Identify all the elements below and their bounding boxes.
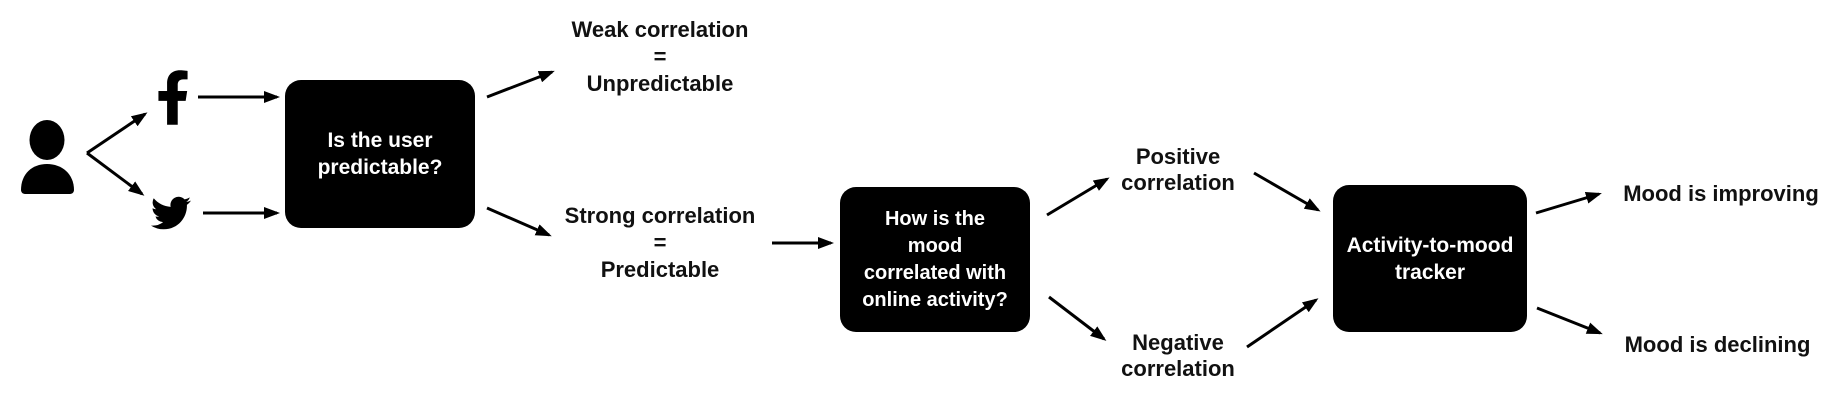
node-line: online activity? <box>862 288 1008 311</box>
label-line: Mood is improving <box>1623 181 1819 206</box>
node-line: predictable? <box>317 156 443 179</box>
arrow-tracker-box-to-improving-label <box>1535 192 1602 215</box>
user-icon <box>16 116 80 194</box>
label-mood-improving: Mood is improving <box>1610 180 1832 207</box>
node-line: correlated with <box>863 261 1007 284</box>
node-line: tracker <box>1394 260 1466 284</box>
label-line: Predictable <box>600 257 720 282</box>
label-line: correlation <box>1121 170 1235 195</box>
arrow-mood-box-to-positive-label <box>1046 177 1110 217</box>
node-activity-to-mood-tracker: Activity-to-mood tracker <box>1333 185 1527 332</box>
node-line: How is the <box>884 207 985 230</box>
arrow-mood-box-to-negative-label <box>1048 295 1107 341</box>
arrow-predictable-box-to-weak-label <box>486 70 555 99</box>
label-line: Unpredictable <box>586 71 734 96</box>
node-mood-correlation: How is the mood correlated with online a… <box>840 187 1030 332</box>
twitter-icon <box>148 193 194 233</box>
label-line: Strong correlation <box>564 203 756 228</box>
node-line: mood <box>907 234 963 257</box>
node-line: Is the user <box>327 129 433 152</box>
facebook-icon <box>156 70 190 125</box>
label-weak-correlation: Weak correlation = Unpredictable <box>552 16 768 97</box>
label-positive-correlation: Positive correlation <box>1108 144 1248 196</box>
arrow-positive-label-to-tracker-box <box>1253 171 1321 212</box>
arrow-tracker-box-to-declining-label <box>1536 306 1603 335</box>
label-line: = <box>653 230 667 255</box>
arrow-user-to-facebook <box>86 112 148 155</box>
label-line: = <box>653 44 667 69</box>
node-is-user-predictable: Is the user predictable? <box>285 80 475 228</box>
label-line: Mood is declining <box>1624 332 1811 357</box>
arrow-predictable-box-to-strong-label <box>486 206 552 237</box>
label-strong-correlation: Strong correlation = Predictable <box>552 202 768 283</box>
label-line: Negative <box>1132 330 1224 355</box>
label-negative-correlation: Negative correlation <box>1108 330 1248 382</box>
label-line: correlation <box>1121 356 1235 381</box>
arrow-negative-label-to-tracker-box <box>1246 298 1319 349</box>
label-line: Positive <box>1135 144 1221 169</box>
label-mood-declining: Mood is declining <box>1610 331 1825 358</box>
arrow-user-to-twitter <box>86 151 145 196</box>
label-line: Weak correlation <box>571 17 749 42</box>
node-line: Activity-to-mood <box>1346 233 1514 257</box>
